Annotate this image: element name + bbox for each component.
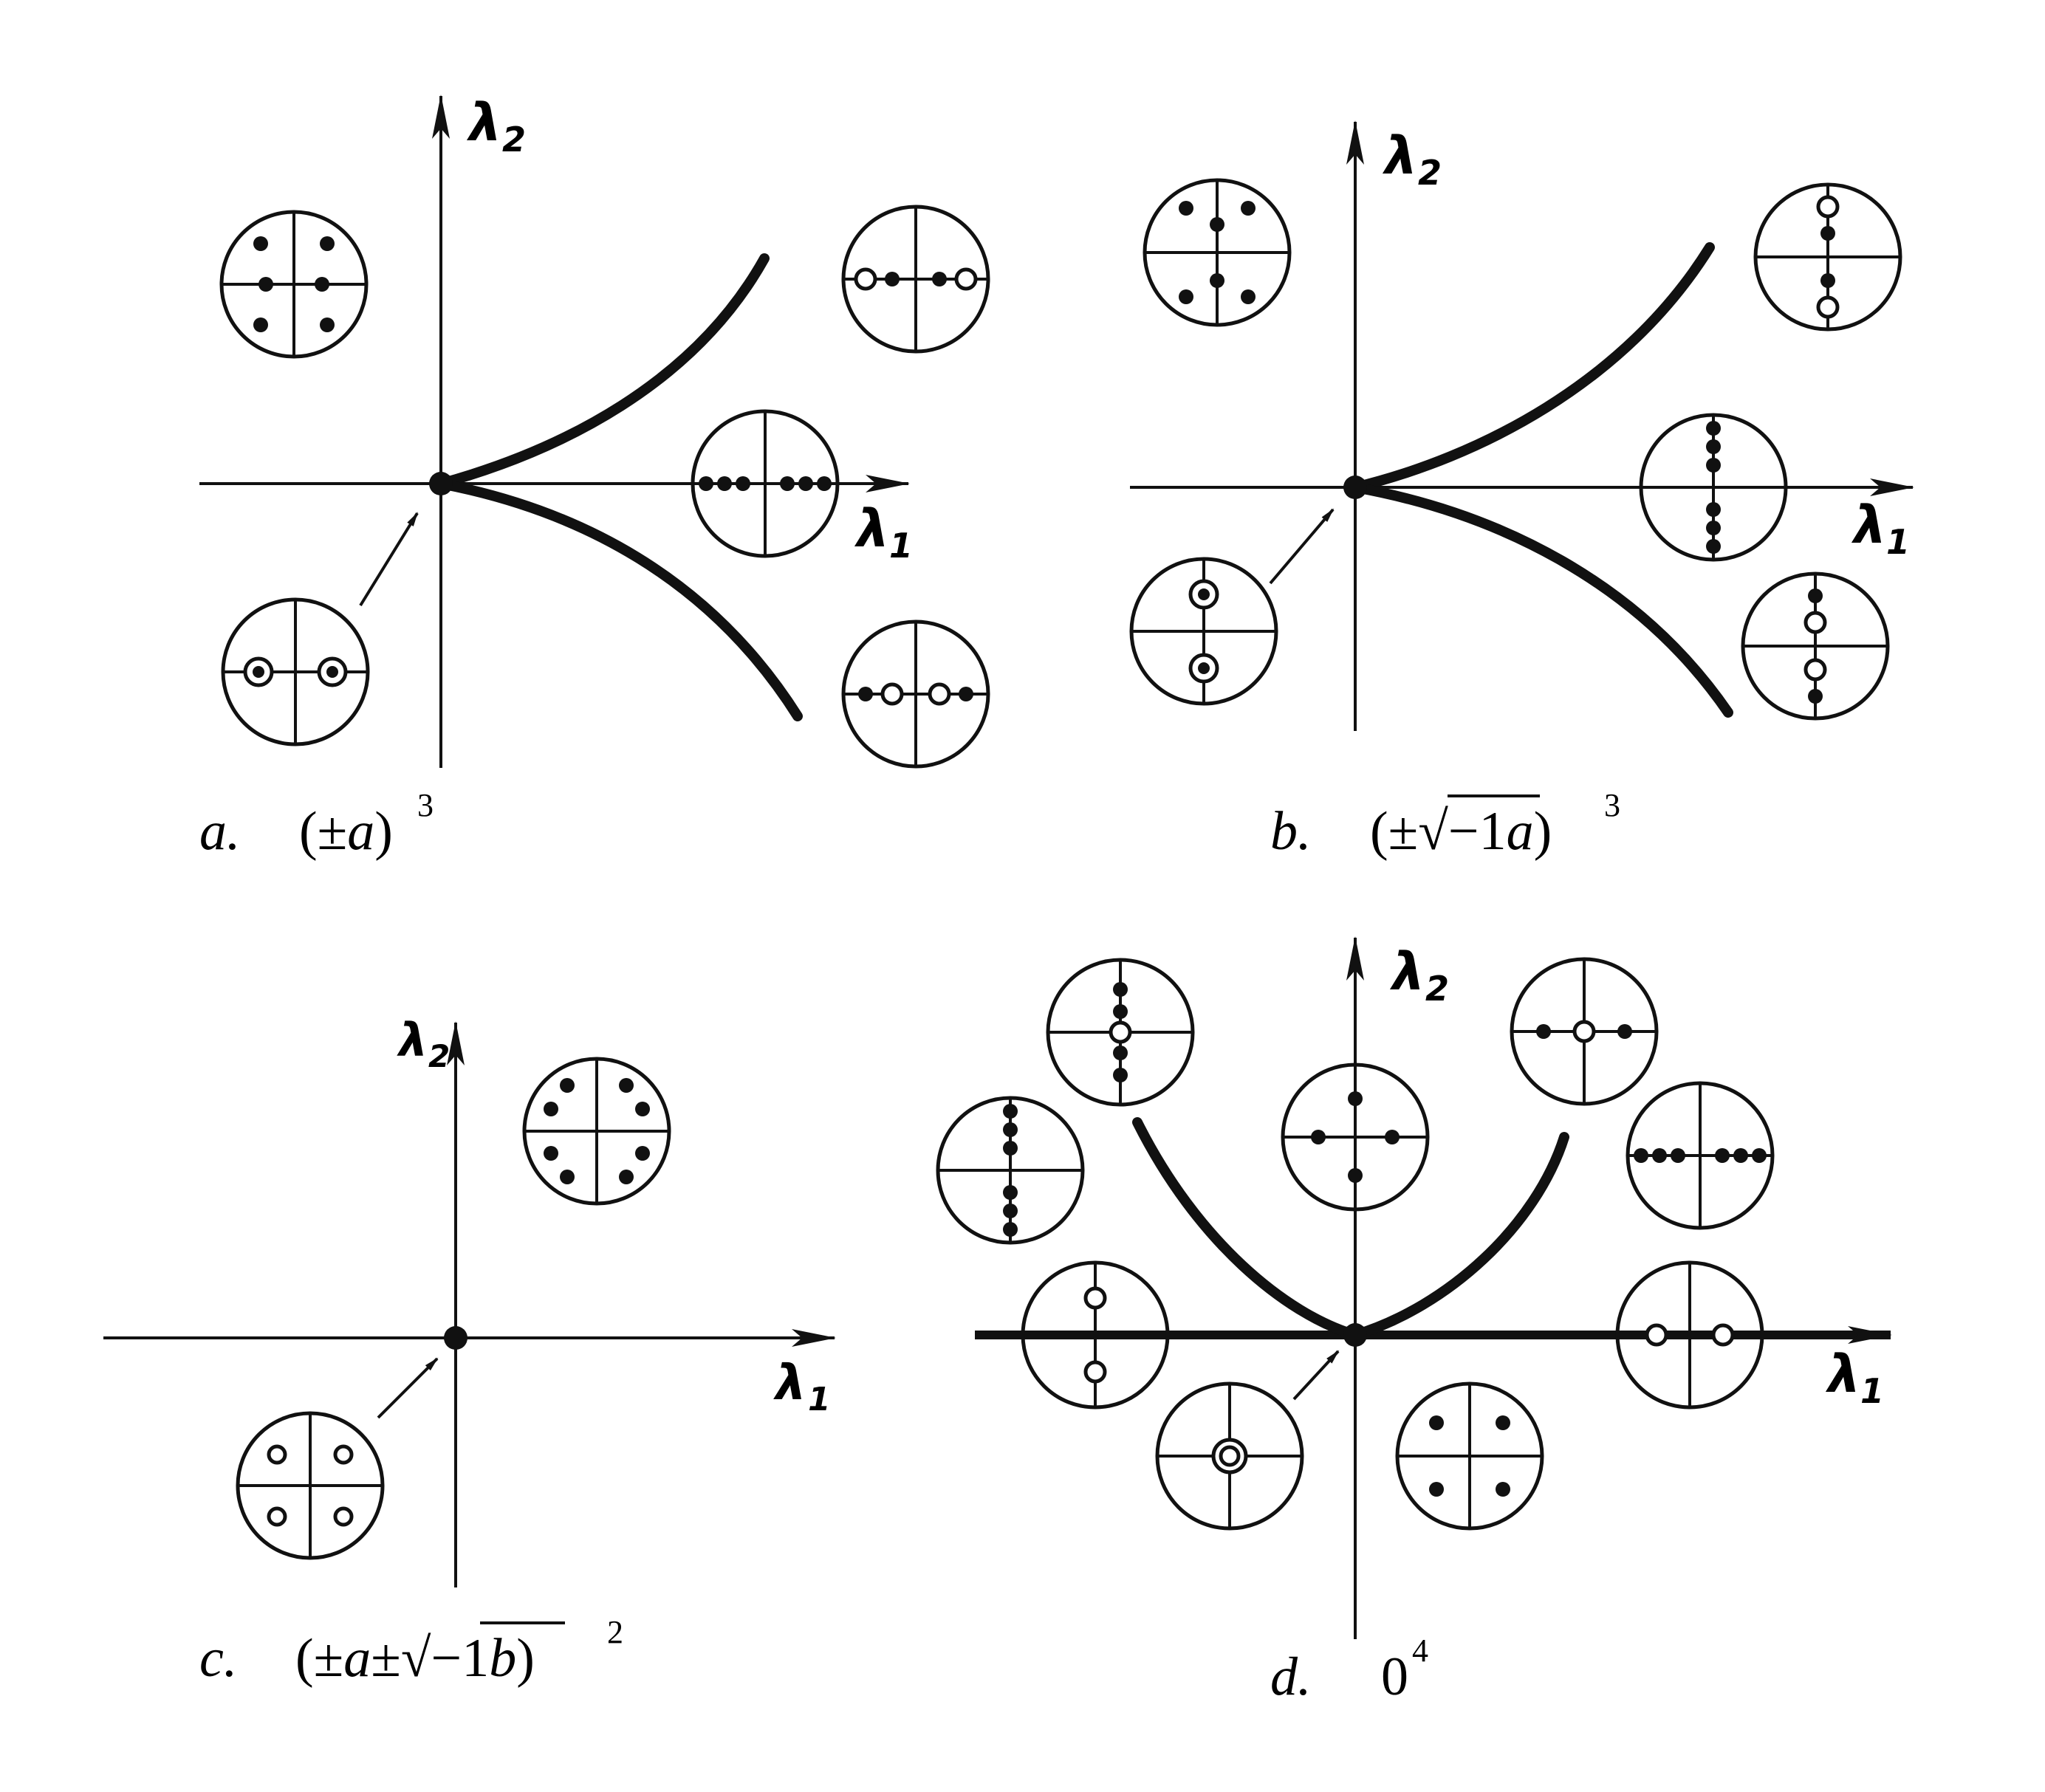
- origin-point: [444, 1326, 467, 1350]
- cusp-lower-branch: [436, 478, 803, 721]
- eigen-diagram-d3: [1021, 1260, 1170, 1410]
- eigen-diagram-c1: [522, 1057, 671, 1206]
- eigen-diagram-b2: [1753, 182, 1902, 332]
- lambda2-label: λ 2: [1389, 941, 1449, 1009]
- pointer-arrow: [359, 512, 419, 607]
- eigen-diagram-d1: [1046, 958, 1195, 1107]
- svg-text:2: 2: [428, 1038, 450, 1074]
- eigen-diagram-d5: [1395, 1381, 1544, 1531]
- svg-text:λ: λ: [1825, 1344, 1860, 1404]
- origin-point: [1343, 1323, 1367, 1347]
- eigen-diagram-b1: [1143, 178, 1292, 327]
- eigen-diagram-a1: [219, 210, 369, 359]
- eigen-diagram-a3: [691, 409, 840, 558]
- panel-d: λ 2 λ 1: [936, 936, 1892, 1707]
- eigen-diagram-b3: [1639, 413, 1788, 562]
- svg-text:2: 2: [1418, 153, 1442, 193]
- parabola-right-branch: [1350, 1132, 1569, 1340]
- parabola-left-branch: [1132, 1117, 1360, 1340]
- svg-text:(±a±√−1b): (±a±√−1b): [295, 1628, 535, 1689]
- svg-text:(±√−1a): (±√−1a): [1370, 801, 1552, 862]
- eigen-diagram-d8: [1510, 957, 1659, 1106]
- svg-text:1: 1: [1886, 522, 1910, 562]
- cusp-upper-branch: [1350, 242, 1715, 492]
- caption-d: d. 0 4: [1270, 1633, 1428, 1707]
- lambda1-label: λ 1: [1825, 1344, 1884, 1411]
- svg-text:(±a): (±a): [299, 801, 393, 862]
- svg-text:1: 1: [808, 1381, 831, 1418]
- eigen-diagram-b5: [1129, 557, 1278, 706]
- svg-text:2: 2: [607, 1614, 623, 1650]
- origin-point: [1343, 476, 1367, 499]
- svg-text:λ: λ: [773, 1354, 806, 1411]
- caption-a: a. (±a) 3: [199, 787, 434, 862]
- svg-text:3: 3: [1604, 787, 1620, 823]
- svg-text:c.: c.: [199, 1628, 237, 1689]
- lambda2-label: λ 2: [397, 1013, 450, 1074]
- lambda2-label: λ 2: [1382, 126, 1442, 193]
- svg-text:1: 1: [889, 526, 913, 566]
- eigen-diagram-a2: [841, 205, 990, 354]
- panel-b: λ 2 λ 1: [1129, 120, 1914, 862]
- eigen-diagram-d6: [1615, 1260, 1764, 1410]
- lambda1-label: λ 1: [1851, 495, 1910, 562]
- lambda2-label: λ 2: [466, 92, 526, 159]
- eigen-diagram-c2: [236, 1411, 385, 1560]
- eigen-diagram-d4: [1155, 1381, 1304, 1531]
- eigen-diagram-a5: [221, 597, 370, 746]
- eigen-diagram-d2: [936, 1096, 1085, 1245]
- pointer-arrow: [1292, 1350, 1340, 1401]
- panel-a: λ 2 λ 1: [199, 92, 990, 862]
- svg-text:2: 2: [502, 120, 526, 159]
- svg-text:λ: λ: [397, 1013, 428, 1067]
- svg-text:λ: λ: [1851, 495, 1886, 555]
- caption-c: c. (±a±√−1b) 2: [199, 1614, 623, 1689]
- svg-text:2: 2: [1425, 969, 1449, 1009]
- svg-text:3: 3: [417, 787, 434, 823]
- lambda1-label: λ 1: [854, 498, 913, 566]
- pointer-arrow: [1269, 508, 1335, 585]
- svg-text:0: 0: [1381, 1647, 1408, 1707]
- svg-text:b.: b.: [1270, 801, 1312, 862]
- pointer-arrow: [377, 1357, 439, 1419]
- svg-text:λ: λ: [1382, 126, 1417, 186]
- svg-text:λ: λ: [1389, 941, 1425, 1002]
- cusp-upper-branch: [436, 253, 770, 489]
- lambda1-label: λ 1: [773, 1354, 831, 1418]
- caption-b: b. (±√−1a) 3: [1270, 787, 1620, 862]
- eigen-diagram-b4: [1741, 571, 1890, 721]
- panel-c: λ 2 λ 1 c. (±a±√−1b): [103, 1013, 836, 1689]
- svg-text:4: 4: [1412, 1633, 1428, 1669]
- eigen-diagram-a4: [841, 619, 990, 769]
- origin-point: [429, 472, 453, 495]
- svg-text:1: 1: [1860, 1371, 1884, 1411]
- cusp-lower-branch: [1350, 482, 1733, 718]
- eigen-diagram-d7: [1626, 1081, 1775, 1230]
- svg-text:a.: a.: [199, 801, 241, 862]
- svg-text:d.: d.: [1270, 1647, 1312, 1707]
- eigen-diagram-d9: [1281, 1063, 1430, 1212]
- svg-text:λ: λ: [466, 92, 501, 153]
- svg-text:λ: λ: [854, 498, 889, 559]
